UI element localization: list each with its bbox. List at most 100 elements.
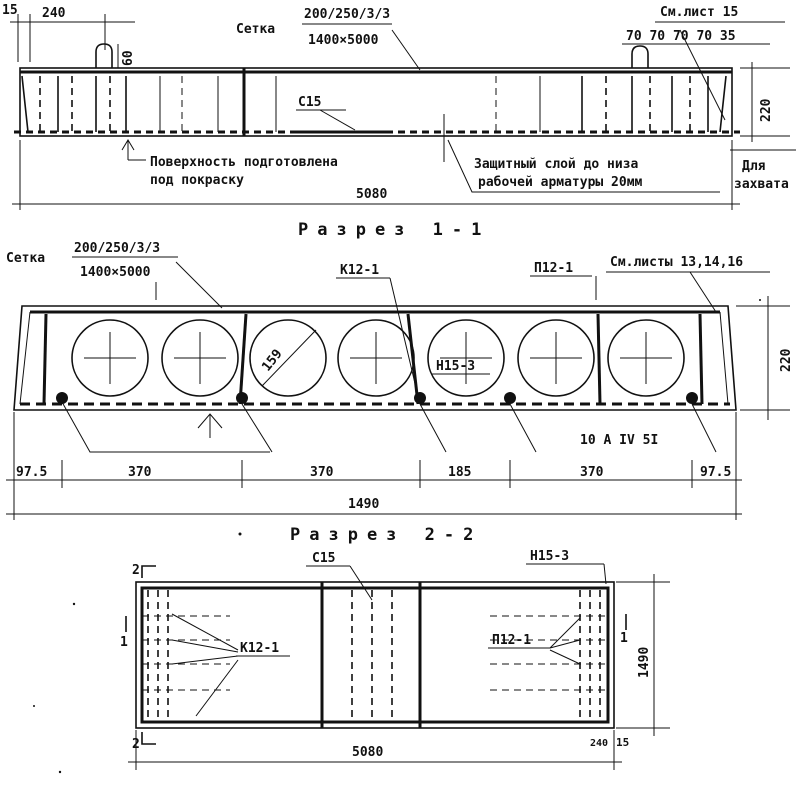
- s2-width-label: 1490: [637, 647, 652, 678]
- s1-dim-5: 370: [580, 465, 604, 480]
- s1-mesh-label: Сетка: [6, 251, 45, 266]
- mesh-leader: [391, 29, 421, 71]
- note-surface-2: под покраску: [150, 173, 244, 188]
- s1-frame-right: [698, 313, 704, 405]
- s1-frame-k12-b: [406, 313, 420, 405]
- mesh-spec-top: 200/250/3/3: [304, 7, 390, 22]
- s1-dim-4: 185: [448, 465, 471, 480]
- s2-dim-15: 15: [616, 736, 629, 749]
- s1-mesh-spec-top: 200/250/3/3: [74, 241, 160, 256]
- s1-total-width: 1490: [348, 497, 379, 512]
- hollow-core-7: [607, 319, 685, 397]
- hollow-core-2: [161, 319, 239, 397]
- s1-frame-left: [42, 313, 48, 405]
- s1-bars-label: 10 А IV 5I: [580, 433, 658, 448]
- note-grip-2: захвата: [734, 177, 789, 192]
- section-2-title: Разрез 2-2: [290, 525, 482, 545]
- s2-c15-leader: [349, 565, 373, 601]
- s1-dim-1: 97.5: [16, 465, 47, 480]
- s2-mark-2-bottom-arrow: [141, 732, 156, 745]
- section-2-2: Разрез 2-2 С15 Н15-3: [120, 525, 670, 770]
- s1-right-edge-bar: [719, 311, 729, 405]
- s1-left-edge-bar: [19, 311, 31, 405]
- s2-mark-1-right: 1: [620, 631, 628, 646]
- end-bevels: [21, 75, 727, 133]
- note-cover-2: рабочей арматуры 20мм: [478, 175, 643, 190]
- s1-k12-leader: [389, 277, 419, 397]
- note-surface-1: Поверхность подготовлена: [150, 155, 338, 170]
- s1-height-label: 220: [779, 348, 794, 372]
- s1-mesh-leader: [175, 261, 223, 309]
- s1-bars-leader-2: [241, 403, 273, 453]
- elevation-view: 15 240 60 Сетка 200/250/3/3 1400×5000 См…: [2, 3, 796, 210]
- s2-p12-leader-3: [549, 649, 581, 665]
- s1-frame-k12-a: [238, 313, 248, 405]
- s2-right-frames: [490, 590, 608, 720]
- dim-15-label: 15: [2, 3, 18, 18]
- section-1-title: Разрез 1-1: [298, 220, 490, 240]
- s1-hole-dia-label: 159: [259, 347, 285, 375]
- surface-arrow-head: [121, 139, 135, 151]
- s1-bars-leader-left: [61, 401, 270, 453]
- lifting-loop-left: [95, 43, 113, 68]
- s1-mesh-spec-bottom: 1400×5000: [80, 265, 151, 280]
- s1-dim-3: 370: [310, 465, 334, 480]
- s1-dim-2: 370: [128, 465, 152, 480]
- s2-p12-label: П12-1: [492, 633, 531, 648]
- length-label: 5080: [356, 187, 387, 202]
- s2-k12-label: К12-1: [240, 641, 279, 656]
- s1-slab-outline: [13, 305, 737, 411]
- mesh-label: Сетка: [236, 22, 275, 37]
- s1-frame-p12: [596, 313, 602, 405]
- s2-mark-2-top-arrow: [141, 565, 156, 578]
- sheet-ref-label: См.лист 15: [660, 5, 738, 20]
- s1-bars-leader-3: [419, 403, 447, 453]
- s1-bars-leader-4: [509, 403, 537, 453]
- s1-arrow-head: [197, 413, 223, 429]
- s2-k12-leader-4: [195, 659, 239, 717]
- s1-hollow-cores: [71, 319, 685, 397]
- s2-k12-leader-1: [171, 613, 239, 651]
- s1-p12-label: П12-1: [534, 261, 573, 276]
- s1-k12-label: К12-1: [340, 263, 379, 278]
- lifting-loop-right: [631, 45, 649, 68]
- s2-mark-2-top: 2: [132, 563, 140, 578]
- hollow-core-4: [337, 319, 415, 397]
- s2-plan-outline: [135, 581, 615, 729]
- dim-240-label: 240: [42, 6, 66, 21]
- s1-working-bars: [56, 392, 698, 404]
- s2-p12-leader-2: [549, 639, 581, 649]
- dim-60-label: 60: [121, 50, 136, 66]
- hollow-core-1: [71, 319, 149, 397]
- cover-leader: [447, 139, 720, 193]
- s2-k12-leader-3: [171, 655, 239, 665]
- s2-p12-leader-1: [549, 617, 581, 649]
- s2-dim-240: 240: [590, 738, 608, 749]
- slab-elevation-outline: [19, 67, 733, 137]
- scan-specks: [33, 299, 761, 774]
- s1-sheets-label: См.листы 13,14,16: [610, 255, 743, 270]
- s1-bars-leader-5: [691, 403, 717, 453]
- hollow-core-3: [249, 319, 327, 397]
- s2-length-label: 5080: [352, 745, 383, 760]
- note-cover-1: Защитный слой до низа: [474, 157, 639, 172]
- s1-dim-6: 97.5: [700, 465, 731, 480]
- frame-bars-elevation: [39, 68, 709, 136]
- s2-c15-label: С15: [312, 551, 335, 566]
- sheet-ref-leader: [679, 29, 726, 121]
- s2-n15-label: Н15-3: [530, 549, 569, 564]
- note-grip-1: Для: [742, 159, 766, 174]
- s2-inner-frame: [140, 586, 610, 724]
- dim-right-seq: 70 70 70 70 35: [626, 29, 736, 44]
- hollow-core-5: [427, 319, 505, 397]
- c15-label: С15: [298, 95, 321, 110]
- section-1-1: Разрез 1-1 Сетка 200/250/3/3 1400×5000 К…: [6, 220, 794, 520]
- s2-mark-1-left: 1: [120, 635, 128, 650]
- height-label: 220: [759, 98, 774, 122]
- c15-leader: [319, 109, 356, 131]
- s2-n15-leader: [603, 563, 607, 585]
- mesh-spec-bottom: 1400×5000: [308, 33, 379, 48]
- s2-k12-leader-2: [171, 639, 239, 653]
- s2-left-frames: [142, 590, 230, 720]
